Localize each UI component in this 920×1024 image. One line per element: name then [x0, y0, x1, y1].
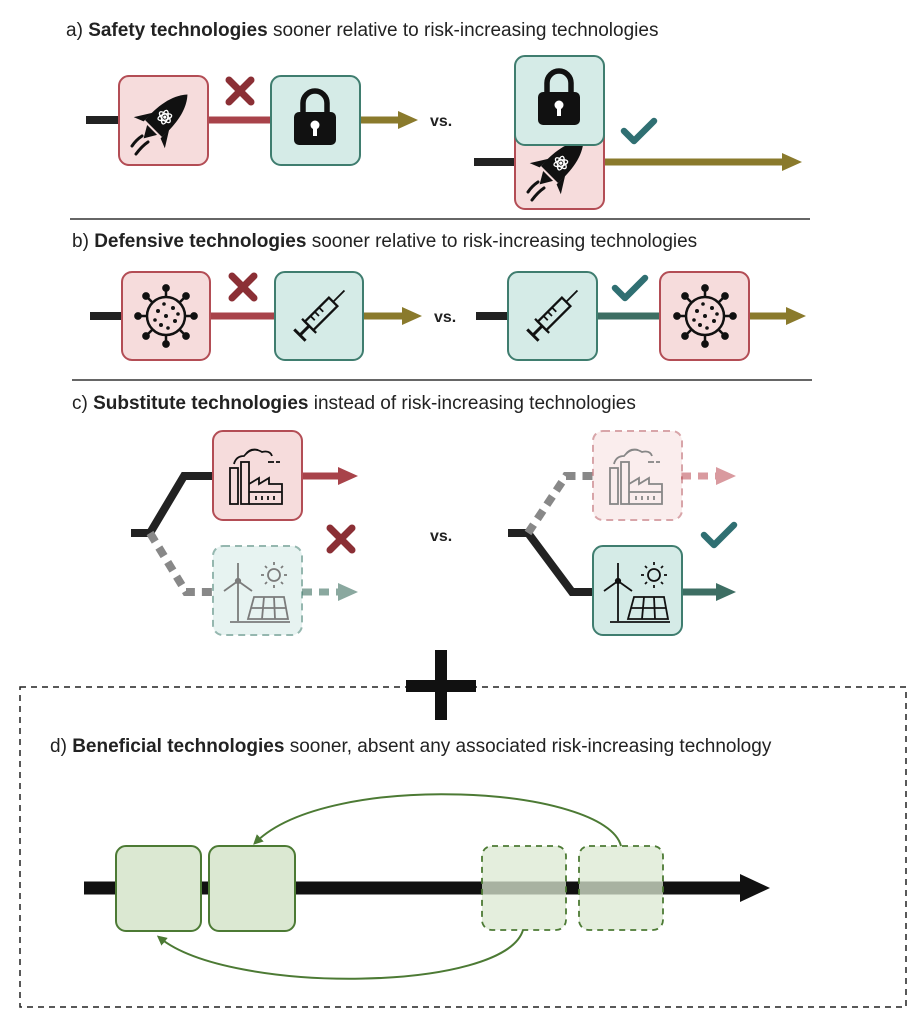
check-icon [615, 278, 645, 298]
cross-icon [330, 528, 352, 550]
vs-label-c: vs. [430, 528, 452, 545]
check-icon [624, 121, 654, 141]
heading-c-bold: Substitute technologies [93, 393, 309, 414]
heading-a: a) Safety technologies sooner relative t… [66, 20, 658, 42]
heading-d-bold: Beneficial technologies [72, 736, 285, 757]
check-icon [704, 525, 734, 545]
heading-a-bold: Safety technologies [88, 20, 268, 41]
heading-b-bold: Defensive technologies [94, 231, 307, 252]
vs-label-b: vs. [434, 309, 456, 326]
heading-b: b) Defensive technologies sooner relativ… [72, 231, 697, 253]
heading-a-rest: sooner relative to risk-increasing techn… [272, 20, 659, 41]
heading-d-rest: sooner, absent any associated risk-incre… [289, 736, 772, 757]
virus-icon [673, 284, 737, 348]
cross-icon [229, 80, 251, 102]
section-a-left [86, 75, 418, 166]
virus-icon [134, 284, 198, 348]
section-c-right [508, 430, 736, 636]
vs-label-a: vs. [430, 113, 452, 130]
heading-b-letter: b) [72, 231, 89, 252]
heading-d: d) Beneficial technologies sooner, absen… [50, 736, 771, 758]
heading-b-rest: sooner relative to risk-increasing techn… [311, 231, 698, 252]
heading-c-letter: c) [72, 393, 88, 414]
section-b-left [90, 271, 422, 361]
section-d-timeline [84, 793, 770, 980]
section-c-left [131, 430, 358, 636]
section-a-right [474, 55, 802, 210]
heading-a-letter: a) [66, 20, 83, 41]
cross-icon [232, 276, 254, 298]
plus-icon [406, 650, 476, 720]
heading-c: c) Substitute technologies instead of ri… [72, 393, 636, 415]
section-b-right [476, 271, 806, 361]
heading-d-letter: d) [50, 736, 67, 757]
heading-c-rest: instead of risk-increasing technologies [313, 393, 636, 414]
